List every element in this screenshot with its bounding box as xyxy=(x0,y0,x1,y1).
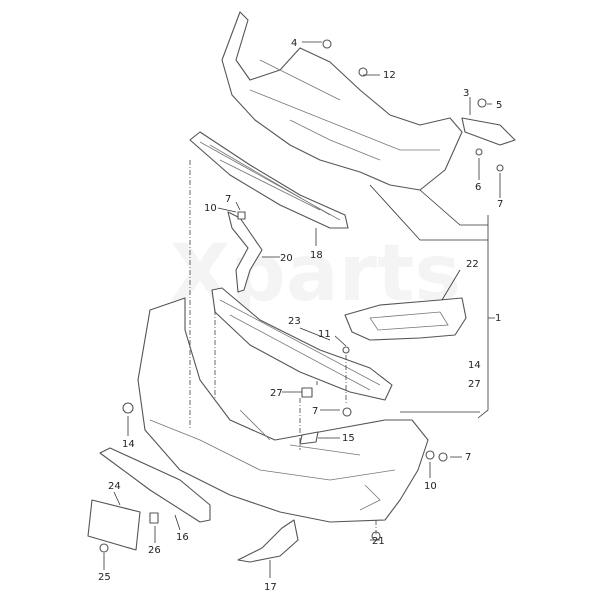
clip-14 xyxy=(122,402,134,414)
callout-14: 14 xyxy=(468,360,481,371)
clip-10 xyxy=(237,211,246,220)
lamp-bracket-22 xyxy=(344,297,467,341)
callout-25: 25 xyxy=(98,572,111,583)
clip-5 xyxy=(477,98,487,108)
callout-16: 16 xyxy=(176,532,189,543)
leader-lines xyxy=(103,41,501,578)
bumper-cover xyxy=(137,297,429,523)
callout-7: 7 xyxy=(497,199,503,210)
screw-25 xyxy=(99,543,109,553)
callout-7: 7 xyxy=(225,194,231,205)
screw-6 xyxy=(475,148,483,156)
callout-22: 22 xyxy=(466,259,479,270)
clip-27 xyxy=(301,387,313,398)
callout-10: 10 xyxy=(204,203,217,214)
callout-3: 3 xyxy=(463,88,469,99)
bumper-cover-contours xyxy=(149,409,396,511)
callout-6: 6 xyxy=(475,182,481,193)
clip-26 xyxy=(149,512,159,524)
callout-12: 12 xyxy=(383,70,396,81)
callout-26: 26 xyxy=(148,545,161,556)
callout-17: 17 xyxy=(264,582,277,593)
callout-11: 11 xyxy=(318,329,331,340)
callout-14: 14 xyxy=(122,439,135,450)
screw-7 xyxy=(496,164,504,172)
lamp-bracket-opening xyxy=(369,311,449,331)
callout-7: 7 xyxy=(465,452,471,463)
bracket-20 xyxy=(227,211,263,293)
callout-15: 15 xyxy=(342,433,355,444)
callout-1: 1 xyxy=(495,313,501,324)
group-bracket-lines xyxy=(369,184,495,419)
callout-18: 18 xyxy=(310,250,323,261)
license-plate-bracket-24 xyxy=(87,499,141,551)
callout-10: 10 xyxy=(424,481,437,492)
nut-10 xyxy=(425,450,435,460)
callout-7: 7 xyxy=(312,406,318,417)
callout-23: 23 xyxy=(288,316,301,327)
bracket-3 xyxy=(461,117,516,146)
screw-12 xyxy=(358,67,368,77)
callout-4: 4 xyxy=(291,38,297,49)
bumper-carrier xyxy=(221,11,463,191)
lower-grille-17 xyxy=(237,519,299,563)
grille-mesh xyxy=(199,141,341,221)
callout-21: 21 xyxy=(372,536,385,547)
callout-27: 27 xyxy=(270,388,283,399)
screw-7b xyxy=(342,407,352,417)
screw-11 xyxy=(342,346,350,354)
callout-24: 24 xyxy=(108,481,121,492)
cap-15 xyxy=(299,431,319,445)
callout-27: 27 xyxy=(468,379,481,390)
callout-5: 5 xyxy=(496,100,502,111)
screw-7c xyxy=(438,452,448,462)
absorber-ribs xyxy=(219,299,381,391)
strip-16 xyxy=(99,447,211,523)
assembly-lines xyxy=(189,160,377,534)
carrier-ribs xyxy=(249,59,440,161)
clip-4 xyxy=(322,39,332,49)
callout-20: 20 xyxy=(280,253,293,264)
